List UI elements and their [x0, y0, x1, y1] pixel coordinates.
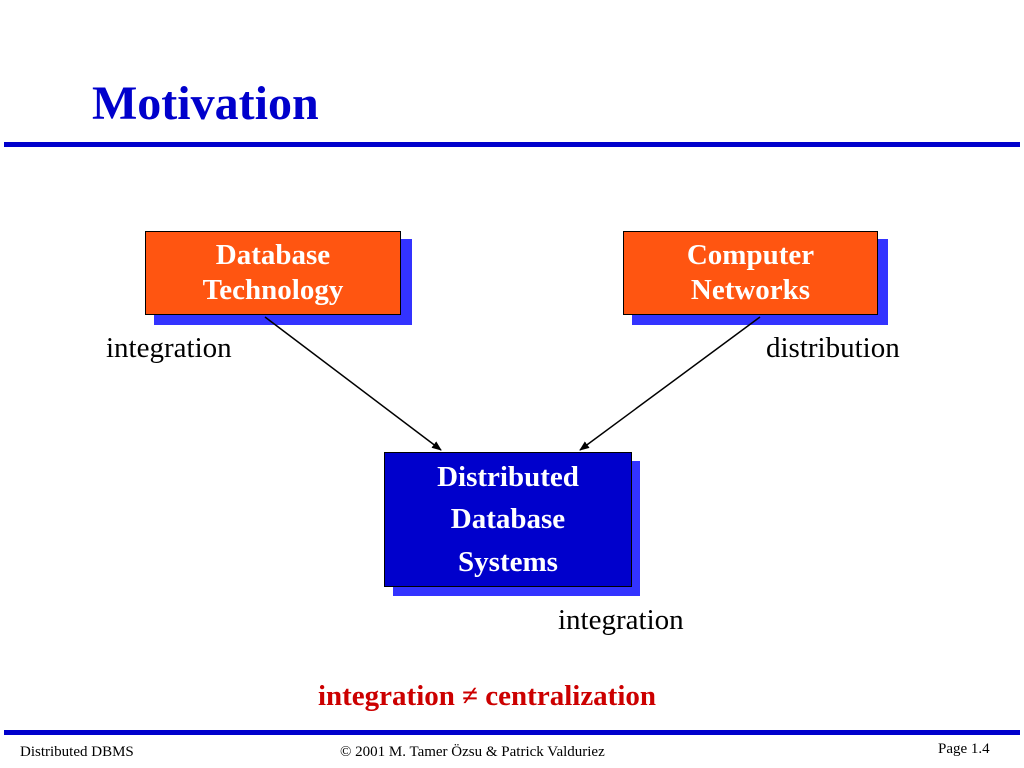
distributed-database-systems-line-3: Systems — [458, 545, 558, 578]
arrow-database-to-distributed — [264, 316, 442, 451]
computer-networks-box: Computer Networks — [623, 231, 878, 315]
arrow-networks-to-distributed — [579, 316, 761, 451]
slide-title: Motivation — [92, 77, 319, 130]
label-integration-bottom: integration — [558, 604, 684, 636]
label-distribution: distribution — [766, 332, 900, 364]
footer-course-name: Distributed DBMS — [20, 744, 134, 760]
footer-rule — [4, 730, 1020, 735]
computer-networks-line-1: Computer — [686, 239, 815, 272]
computer-networks-line-2: Networks — [690, 274, 811, 306]
database-technology-line-2: Technology — [202, 274, 344, 306]
footer-copyright: © 2001 M. Tamer Özsu & Patrick Valduriez — [340, 744, 605, 760]
database-technology-line-1: Database — [215, 239, 331, 272]
database-technology-box: Database Technology — [145, 231, 401, 315]
footer-page-number: Page 1.4 — [938, 741, 990, 757]
distributed-database-systems-box: Distributed Database Systems — [384, 452, 632, 587]
conclusion-statement: integration ≠ centralization — [317, 680, 657, 712]
title-rule — [4, 142, 1020, 147]
label-integration-left: integration — [106, 332, 232, 364]
distributed-database-systems-line-2: Database — [450, 503, 566, 536]
distributed-database-systems-line-1: Distributed — [437, 461, 579, 494]
